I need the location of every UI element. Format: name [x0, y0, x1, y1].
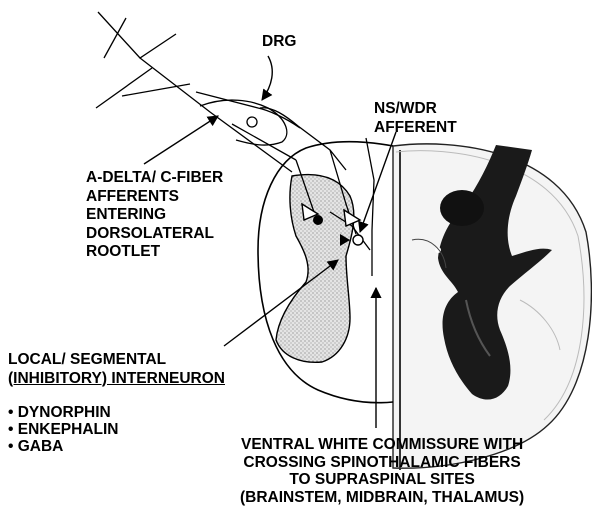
label-line: ROOTLET	[86, 243, 223, 262]
drg-ganglion	[200, 100, 287, 145]
list-item: • ENKEPHALIN	[8, 421, 119, 438]
label-line: LOCAL/ SEGMENTAL	[8, 351, 225, 370]
label-ns-wdr-afferent: NS/WDR AFFERENT	[374, 100, 457, 137]
label-line: AFFERENTS	[86, 188, 223, 207]
neurotransmitter-list: • DYNORPHIN • ENKEPHALIN • GABA	[8, 404, 119, 455]
spinal-cord-histology	[393, 144, 591, 470]
label-line: NS/WDR	[374, 100, 457, 119]
label-line: TO SUPRASPINAL SITES	[240, 471, 524, 489]
label-line: CROSSING SPINOTHALAMIC FIBERS	[240, 454, 524, 472]
list-item: • GABA	[8, 438, 119, 455]
label-line: VENTRAL WHITE COMMISSURE WITH	[240, 436, 524, 454]
label-line-underlined: (INHIBITORY) INTERNEURON	[8, 370, 225, 389]
label-line: (BRAINSTEM, MIDBRAIN, THALAMUS)	[240, 489, 524, 507]
label-a-delta-c-fiber: A-DELTA/ C-FIBER AFFERENTS ENTERING DORS…	[86, 169, 223, 262]
label-local-segmental-interneuron: LOCAL/ SEGMENTAL (INHIBITORY) INTERNEURO…	[8, 351, 225, 388]
label-line: A-DELTA/ C-FIBER	[86, 169, 223, 188]
label-drg: DRG	[262, 33, 296, 52]
label-line: DORSOLATERAL	[86, 225, 223, 244]
label-ventral-white-commissure: VENTRAL WHITE COMMISSURE WITH CROSSING S…	[240, 436, 524, 506]
grey-matter-schematic	[276, 175, 354, 363]
label-line: ENTERING	[86, 206, 223, 225]
list-item: • DYNORPHIN	[8, 404, 119, 421]
label-line: AFFERENT	[374, 119, 457, 138]
